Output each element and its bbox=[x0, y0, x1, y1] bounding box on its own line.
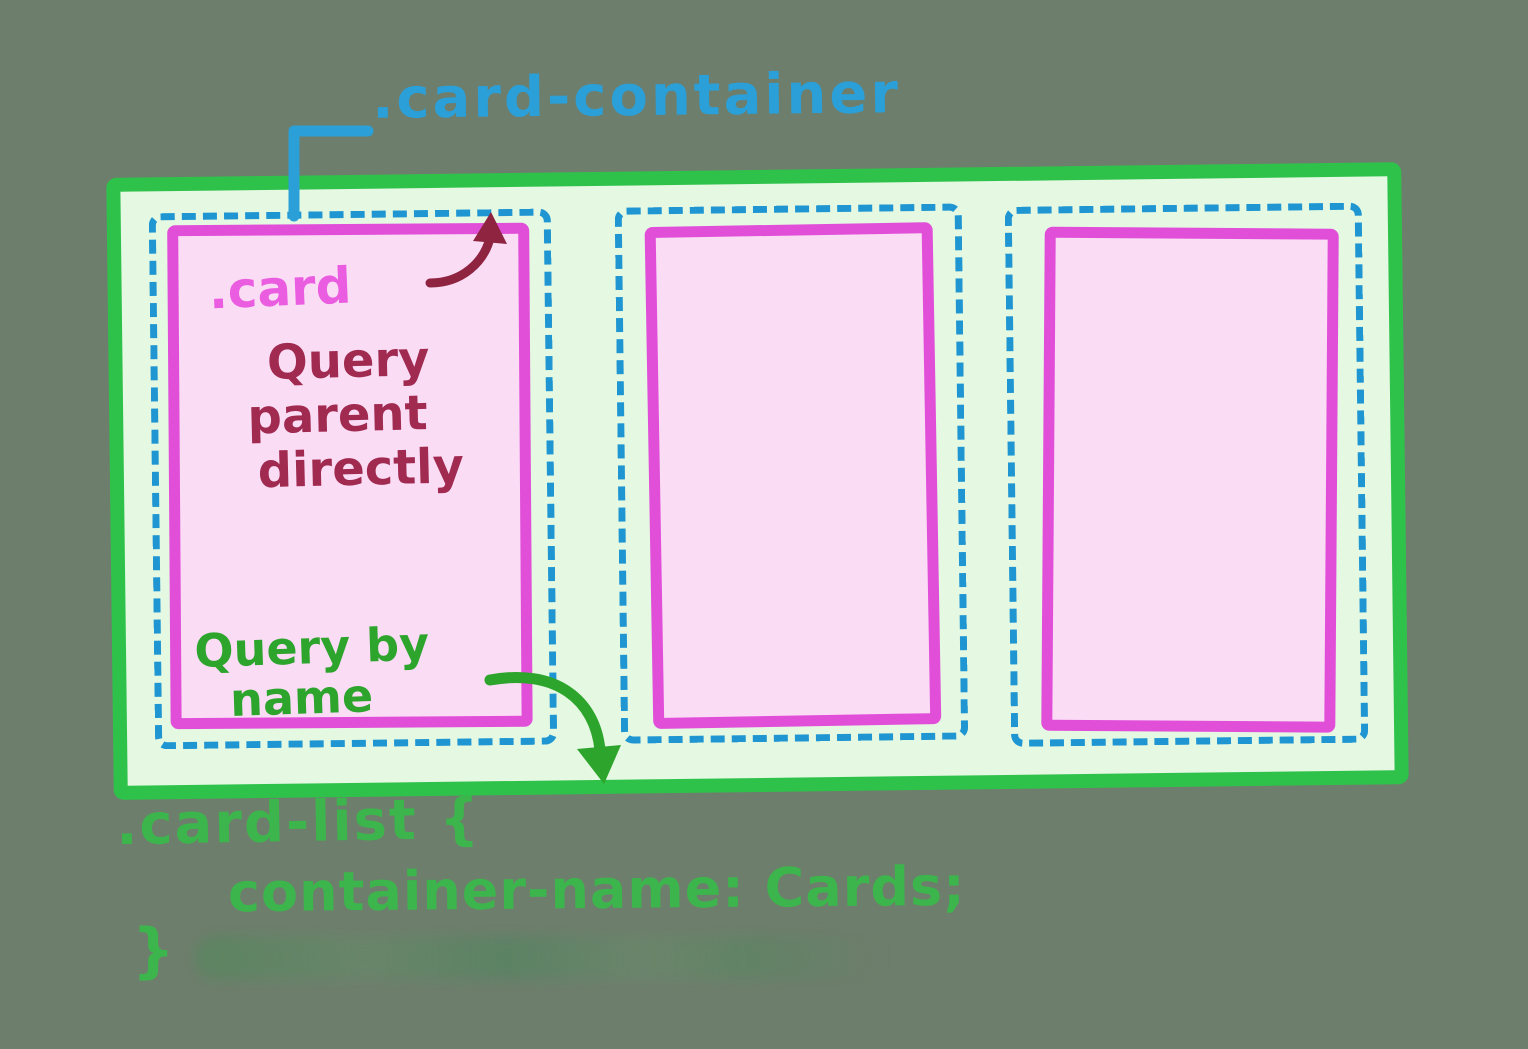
container-query-outline-2 bbox=[614, 203, 969, 744]
card-class-label: .card bbox=[207, 256, 353, 321]
card-container-box: .card Query parent directly Query by nam… bbox=[106, 162, 1409, 800]
annotation-line: name bbox=[229, 667, 374, 727]
annotation-line: Query by bbox=[193, 616, 430, 679]
code-closing-brace: } bbox=[132, 916, 175, 986]
annotation-line: directly bbox=[257, 437, 465, 499]
container-query-outline-1: .card Query parent directly Query by nam… bbox=[148, 208, 558, 750]
code-container-name-declaration: container-name: Cards; bbox=[227, 854, 966, 925]
card-2 bbox=[644, 222, 942, 730]
code-card-list-selector: .card-list { bbox=[115, 786, 482, 859]
card-3 bbox=[1041, 226, 1339, 733]
query-parent-annotation: Query parent directly bbox=[178, 331, 522, 501]
query-by-name-annotation: Query by name bbox=[193, 616, 432, 727]
annotation-line: Query bbox=[266, 331, 431, 391]
card-1: .card Query parent directly Query by nam… bbox=[167, 222, 533, 730]
card-container-label: .card-container bbox=[371, 61, 902, 132]
erased-text-smudge bbox=[195, 936, 885, 980]
container-query-outline-3 bbox=[1004, 202, 1369, 747]
